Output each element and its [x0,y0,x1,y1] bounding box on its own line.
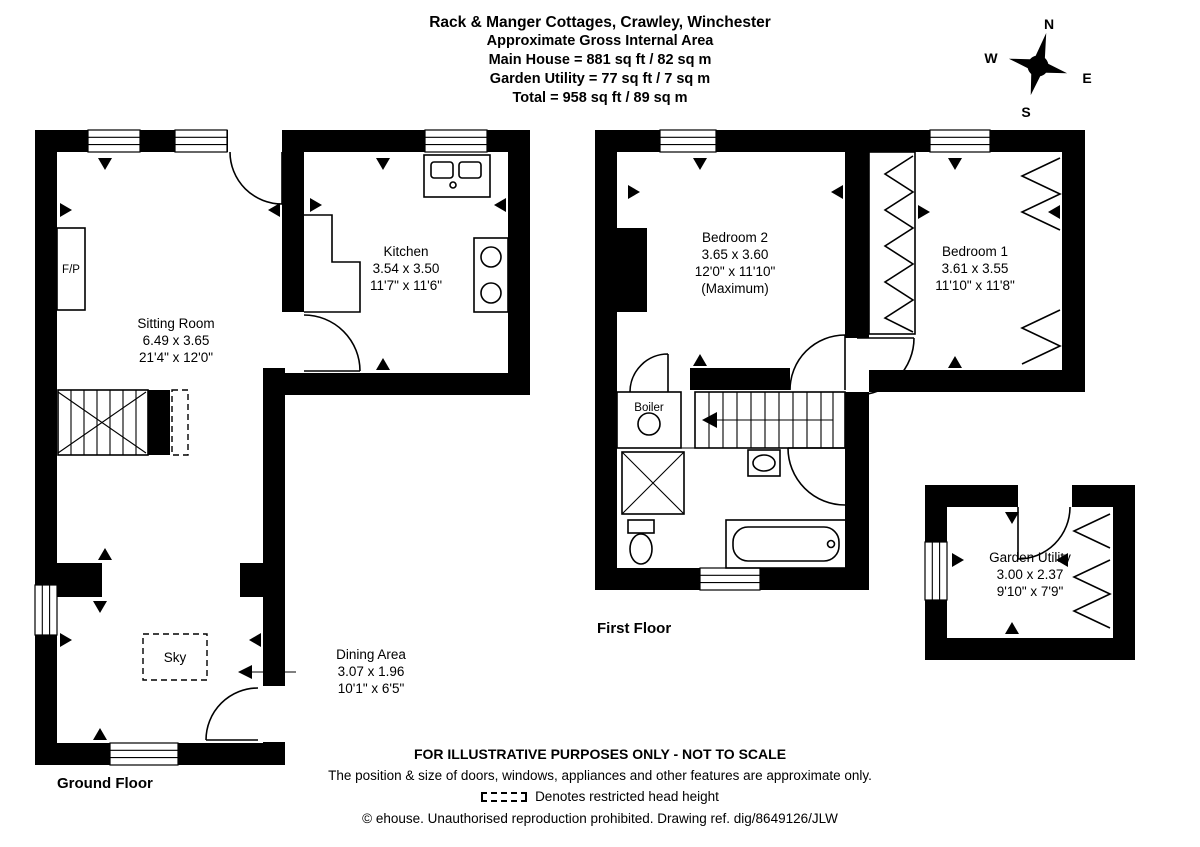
room-size-imperial: 10'1" x 6'5" [337,681,405,696]
footer-legend-text: Denotes restricted head height [535,789,719,804]
stairs-first [694,391,846,449]
first-floor-plan [595,129,1085,591]
window-icon [924,541,948,601]
header-area-garden: Garden Utility = 77 sq ft / 7 sq m [489,71,711,87]
room-size-imperial: 9'10" x 7'9" [996,584,1064,599]
compass-w-label: W [984,50,998,66]
wardrobe-doors-icon [1020,309,1062,365]
room-name: Kitchen [383,244,429,259]
bath [725,519,847,569]
kitchen-sink [423,154,491,198]
header-subtitle: Approximate Gross Internal Area [486,33,714,49]
garden-utility-label: Garden Utility 3.00 x 2.37 9'10" x 7'9" [989,549,1071,600]
compass-s-label: S [1021,104,1031,120]
room-name: Bedroom 2 [701,230,769,245]
dining-arrow-icon [238,665,296,679]
door-arc [229,151,283,205]
kitchen-label: Kitchen 3.54 x 3.50 11'7" x 11'6" [370,243,442,294]
footer-disclaimer-1: FOR ILLUSTRATIVE PURPOSES ONLY - NOT TO … [413,746,787,762]
page-title: Rack & Manger Cottages, Crawley, Winches… [429,14,771,31]
footer-legend: Denotes restricted head height [0,789,1200,804]
header-area-main: Main House = 881 sq ft / 82 sq m [488,52,712,68]
shower [621,451,685,515]
bedroom2-label: Bedroom 2 3.65 x 3.60 12'0" x 11'10" (Ma… [695,229,776,297]
dimension-marker-icons [628,158,1060,368]
room-size-imperial: 21'4" x 12'0" [138,350,214,365]
restricted-head-height-area [171,389,189,456]
room-name: Dining Area [336,647,406,662]
compass-n-label: N [1043,16,1055,32]
restricted-head-height-icon [481,792,528,802]
kitchen-hob [473,237,509,313]
door-arc [789,334,846,391]
ground-floor-plan [34,129,530,766]
dining-area-label: Dining Area 3.07 x 1.96 10'1" x 6'5" [336,646,406,697]
door-arc [629,353,669,393]
room-size-metric: 3.65 x 3.60 [701,247,769,262]
kitchen-counter [304,214,361,313]
door-arc [1017,506,1071,560]
footer-copyright: © ehouse. Unauthorised reproduction proh… [362,811,838,826]
wardrobe-doors-icon [1072,513,1111,549]
dimension-marker-icons [60,158,506,740]
wardrobe-doors-icon [1072,559,1112,629]
ground-floor-label: Ground Floor [57,775,153,792]
skylight-label: Sky [163,650,187,665]
room-size-note: (Maximum) [701,281,769,296]
door-arc [856,337,915,396]
skylight-outline [142,633,208,681]
header-area-total: Total = 958 sq ft / 89 sq m [512,90,688,106]
garden-utility-plan [924,485,1135,660]
toilet [627,519,655,565]
room-size-metric: 3.54 x 3.50 [372,261,440,276]
room-name: Bedroom 1 [941,244,1009,259]
bedroom1-label: Bedroom 1 3.61 x 3.55 11'10" x 11'8" [935,243,1015,294]
basin [747,449,781,477]
compass-e-label: E [1082,70,1092,86]
fireplace [56,227,86,311]
stairs-ground [57,389,149,456]
room-size-metric: 3.00 x 2.37 [996,567,1064,582]
fireplace-label: F/P [62,264,80,276]
room-size-imperial: 12'0" x 11'10" [694,264,776,279]
window-icon [659,129,991,591]
door-arc [787,447,846,506]
compass-rose-icon [1008,33,1068,96]
window-icon [34,129,488,766]
room-size-metric: 3.61 x 3.55 [941,261,1009,276]
room-size-metric: 3.07 x 1.96 [337,664,405,679]
room-size-metric: 6.49 x 3.65 [142,333,210,348]
room-size-imperial: 11'10" x 11'8" [935,278,1015,293]
footer-disclaimer-2: The position & size of doors, windows, a… [328,768,872,783]
room-name: Sitting Room [137,316,215,331]
dimension-marker-icons [952,512,1068,634]
wardrobe-outline [868,151,916,335]
door-arc [303,314,361,372]
first-floor-label: First Floor [597,620,672,637]
wardrobe-doors-icon [883,155,915,333]
room-name: Garden Utility [989,550,1071,565]
door-arc [205,687,259,741]
wardrobe-doors-icon [1020,157,1062,231]
sitting-room-label: Sitting Room 6.49 x 3.65 21'4" x 12'0" [137,315,214,366]
room-size-imperial: 11'7" x 11'6" [369,278,443,293]
boiler-label: Boiler [634,402,664,414]
